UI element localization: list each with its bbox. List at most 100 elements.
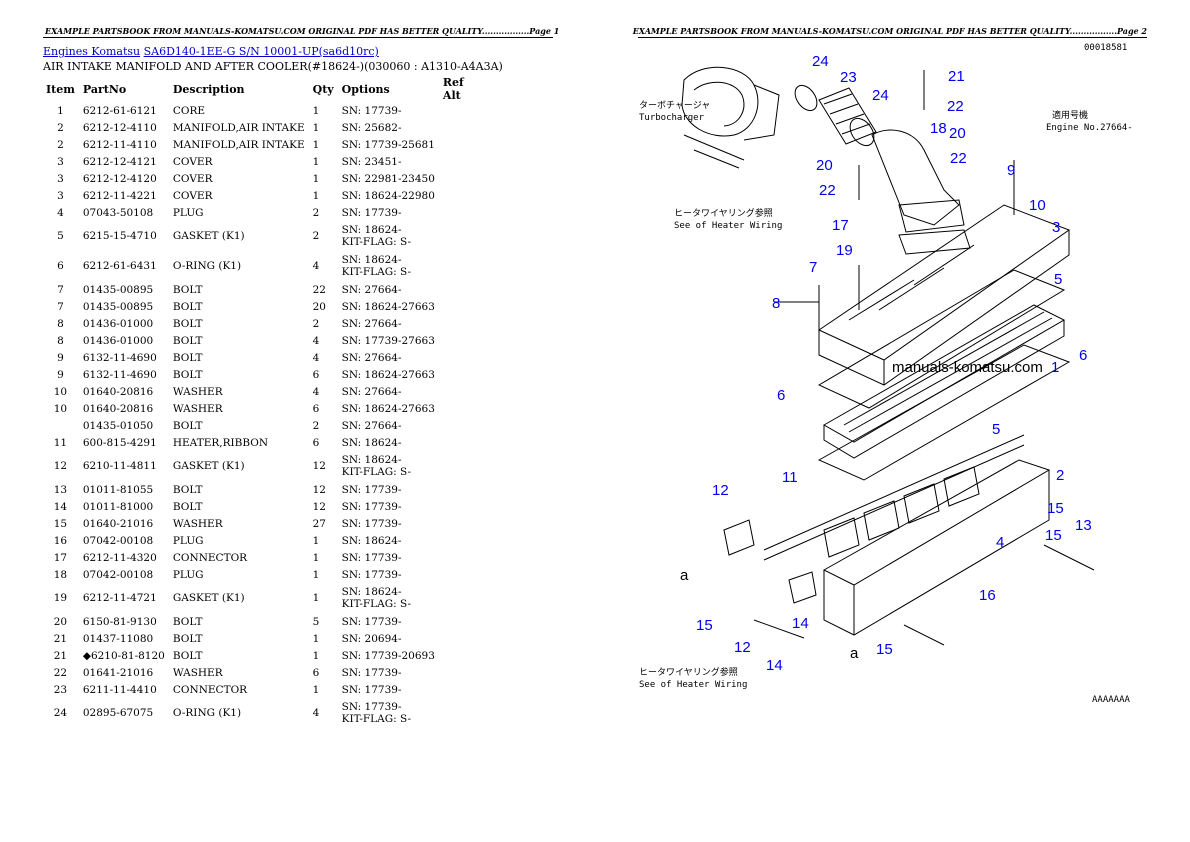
breadcrumb-link-engines[interactable]: Engines Komatsu: [43, 45, 141, 58]
option-line: SN: 17739-: [341, 206, 402, 219]
callout-number: 20: [816, 157, 833, 174]
cell-item: 2: [57, 138, 64, 151]
cell-ref-alt: [439, 400, 487, 417]
option-line: SN: 18624-: [341, 224, 402, 236]
callout-number: 16: [979, 587, 996, 604]
cell-options: SN: 27664-: [338, 349, 439, 366]
option-line: SN: 18624-27663: [341, 300, 435, 313]
cell-description: WASHER: [172, 385, 223, 398]
cell-item: 19: [53, 592, 68, 604]
option-line: KIT-FLAG: S-: [341, 236, 412, 248]
cell-description: O-RING (K1): [172, 260, 242, 272]
table-header-row: Item PartNo Description Qty Options Ref …: [42, 76, 487, 102]
cell-options: SN: 27664-: [338, 281, 439, 298]
drawing-code: 00018581: [1084, 43, 1127, 53]
cell-description: WASHER: [172, 666, 223, 679]
heater-wiring-label-en-bottom: See of Heater Wiring: [639, 680, 747, 690]
callout-number: 6: [1079, 347, 1087, 364]
cell-ref-alt: [439, 221, 487, 251]
option-line: SN: 17739-: [341, 517, 402, 530]
cell-options: SN: 17739-: [338, 481, 439, 498]
heater-wiring-label-jp-bottom: ヒータワイヤリング参照: [639, 666, 738, 678]
cell-item: 3: [57, 189, 64, 202]
cell-options: SN: 17739-20693: [338, 647, 439, 664]
cell-ref-alt: [439, 647, 487, 664]
cell-ref-alt: [439, 417, 487, 434]
column-header-ref-alt: Ref Alt: [442, 76, 464, 102]
cell-options: SN: 23451-: [338, 153, 439, 170]
option-line: SN: 27664-: [341, 283, 402, 296]
callout-number: 12: [712, 482, 729, 499]
cell-options: SN: 18624-KIT-FLAG: S-: [338, 583, 439, 613]
gasket-5-lower: [817, 344, 1071, 481]
cell-ref-alt: [439, 332, 487, 349]
cell-options: SN: 17739-: [338, 549, 439, 566]
breadcrumb-link-model[interactable]: SA6D140-1EE-G S/N 10001-UP(sa6d10rc): [143, 45, 379, 58]
cell-qty: 4: [312, 707, 320, 719]
cell-item: 1: [57, 104, 64, 117]
page-2-rule: [638, 37, 1147, 38]
cell-item: 6: [57, 260, 64, 272]
manifold-2-top: [822, 459, 1051, 586]
option-line: SN: 22981-23450: [341, 172, 435, 185]
cell-ref-alt: [439, 566, 487, 583]
cell-qty: 1: [312, 138, 320, 151]
callout-number: 24: [872, 87, 889, 104]
cell-qty: 4: [312, 385, 320, 398]
cell-item: 4: [57, 206, 64, 219]
breadcrumb: Engines Komatsu SA6D140-1EE-G S/N 10001-…: [43, 45, 379, 58]
cell-qty: 4: [312, 334, 320, 347]
page-title: AIR INTAKE MANIFOLD AND AFTER COOLER(#18…: [43, 60, 503, 73]
cell-partno: 01640-21016: [82, 517, 154, 530]
cell-ref-alt: [439, 681, 487, 698]
cell-partno: ◆6210-81-8120: [82, 649, 165, 662]
cell-options: SN: 18624-27663: [338, 400, 439, 417]
cell-item: 2: [57, 121, 64, 134]
cell-ref-alt: [439, 315, 487, 332]
option-line: SN: 18624-27663: [341, 402, 435, 415]
column-header-description: Description: [172, 82, 245, 96]
drawing-tail-code: AAAAAAA: [1092, 695, 1131, 705]
gasket-5-upper: [817, 269, 1066, 409]
cell-partno: 6212-61-6431: [82, 260, 157, 272]
cell-options: SN: 18624-KIT-FLAG: S-: [338, 451, 439, 481]
cell-qty: 1: [312, 104, 320, 117]
cell-partno: 6212-12-4121: [82, 155, 157, 168]
cell-item: 16: [53, 534, 68, 547]
cell-ref-alt: [439, 549, 487, 566]
cell-description: WASHER: [172, 402, 223, 415]
option-line: SN: 17739-: [341, 551, 402, 564]
callout-number: 11: [782, 469, 798, 486]
cell-description: BOLT: [172, 317, 203, 330]
cell-item: 18: [53, 568, 68, 581]
cell-ref-alt: [439, 630, 487, 647]
cell-partno: 6132-11-4690: [82, 368, 157, 381]
option-line: SN: 17739-: [341, 500, 402, 513]
cover-3-ribs: [848, 244, 975, 321]
cell-ref-alt: [439, 481, 487, 498]
cell-options: SN: 17739-KIT-FLAG: S-: [338, 698, 439, 728]
option-line: SN: 27664-: [341, 419, 402, 432]
cell-options: SN: 18624-27663: [338, 298, 439, 315]
cell-options: SN: 17739-: [338, 613, 439, 630]
cell-description: PLUG: [172, 568, 204, 581]
cell-item: 3: [57, 172, 64, 185]
cell-ref-alt: [439, 366, 487, 383]
option-line: SN: 25682-: [341, 121, 402, 134]
cell-partno: 07042-00108: [82, 534, 154, 547]
cell-options: SN: 18624-27663: [338, 366, 439, 383]
callout-number: 5: [1054, 271, 1062, 288]
cell-item: 15: [53, 517, 68, 530]
cell-options: SN: 17739-: [338, 664, 439, 681]
